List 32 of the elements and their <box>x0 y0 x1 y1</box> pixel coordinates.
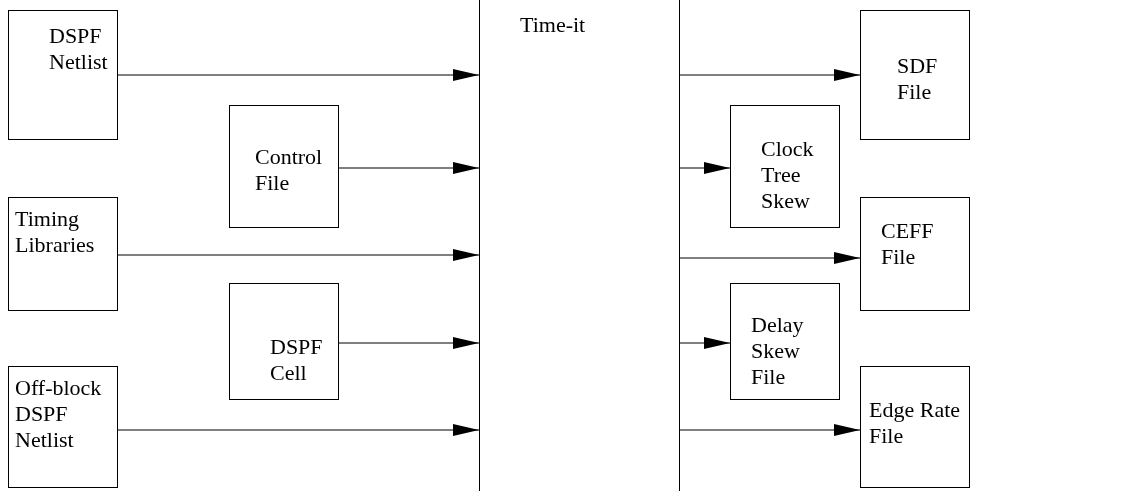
box-label: DSPF Netlist <box>49 23 109 75</box>
arrow <box>338 162 480 174</box>
process-box <box>860 366 970 488</box>
box-label: Time-it <box>520 12 587 38</box>
box-label: Off-block DSPF Netlist <box>15 375 103 453</box>
box-label: Delay Skew File <box>751 312 805 390</box>
process-box <box>8 366 118 488</box>
arrow <box>338 337 480 349</box>
arrow <box>679 424 861 436</box>
box-label: Control File <box>255 144 324 196</box>
arrow <box>117 249 480 261</box>
box-label: Edge Rate File <box>869 397 962 449</box>
arrow <box>679 252 861 264</box>
arrow <box>679 337 731 349</box>
box-label: DSPF Cell <box>270 334 324 386</box>
process-box <box>8 197 118 311</box>
arrow <box>117 424 480 436</box>
process-box <box>730 283 840 400</box>
arrow <box>117 69 480 81</box>
process-box <box>229 105 339 228</box>
process-box <box>860 197 970 311</box>
process-box <box>8 10 118 140</box>
process-box <box>860 10 970 140</box>
process-box <box>479 0 680 491</box>
box-label: CEFF File <box>881 218 935 270</box>
arrow <box>679 69 861 81</box>
box-label: SDF File <box>897 53 939 105</box>
box-label: Clock Tree Skew <box>761 136 815 214</box>
process-box <box>730 105 840 228</box>
process-box <box>229 283 339 400</box>
arrow <box>679 162 731 174</box>
box-label: Timing Libraries <box>15 206 96 258</box>
